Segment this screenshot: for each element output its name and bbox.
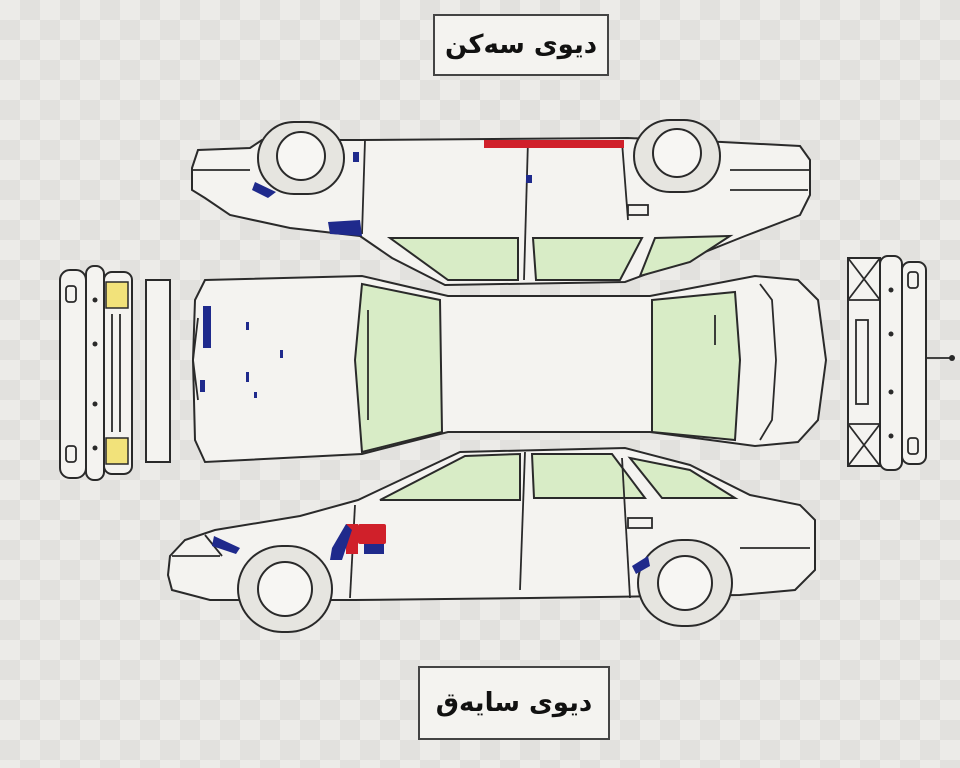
- passenger-rear-window: [386, 237, 519, 281]
- front-grille: [847, 257, 881, 467]
- passenger-rear-door-window: [531, 237, 644, 281]
- rear-bumper-yellow-top: [105, 281, 129, 309]
- front-bumper-view: [847, 255, 955, 471]
- passenger-front-door-window: [638, 234, 734, 278]
- damage-mark-door-red: [358, 524, 386, 544]
- driver-front-door-window: [530, 453, 647, 499]
- damage-mark-rear-quarter-blue: [330, 524, 352, 560]
- damage-mark-trunk-blue: [203, 306, 211, 348]
- passenger-side-view: [191, 119, 811, 287]
- damage-mark-rear-blue: [252, 182, 276, 198]
- damage-mark-roof-red: [484, 140, 624, 148]
- damage-mark-door-blue: [364, 544, 384, 554]
- damage-mark-quarter-blue: [328, 220, 362, 236]
- rear-bumper-strip: [145, 279, 171, 463]
- driver-side-view: [166, 446, 816, 633]
- top-view: [191, 274, 828, 464]
- rear-bumper-yellow-bottom: [105, 437, 129, 465]
- driver-side-label: ديوى سايەق: [418, 666, 610, 740]
- driver-windshield: [627, 456, 739, 499]
- damage-mark-front-fender-blue: [632, 556, 650, 574]
- rear-window-top: [353, 282, 444, 454]
- rear-bumper-view: [59, 265, 171, 481]
- passenger-side-label: ديوى سەكن: [433, 14, 609, 76]
- damage-mark-rear-bumper-blue: [212, 536, 240, 554]
- driver-rear-window: [379, 452, 521, 501]
- windshield-top: [651, 290, 742, 442]
